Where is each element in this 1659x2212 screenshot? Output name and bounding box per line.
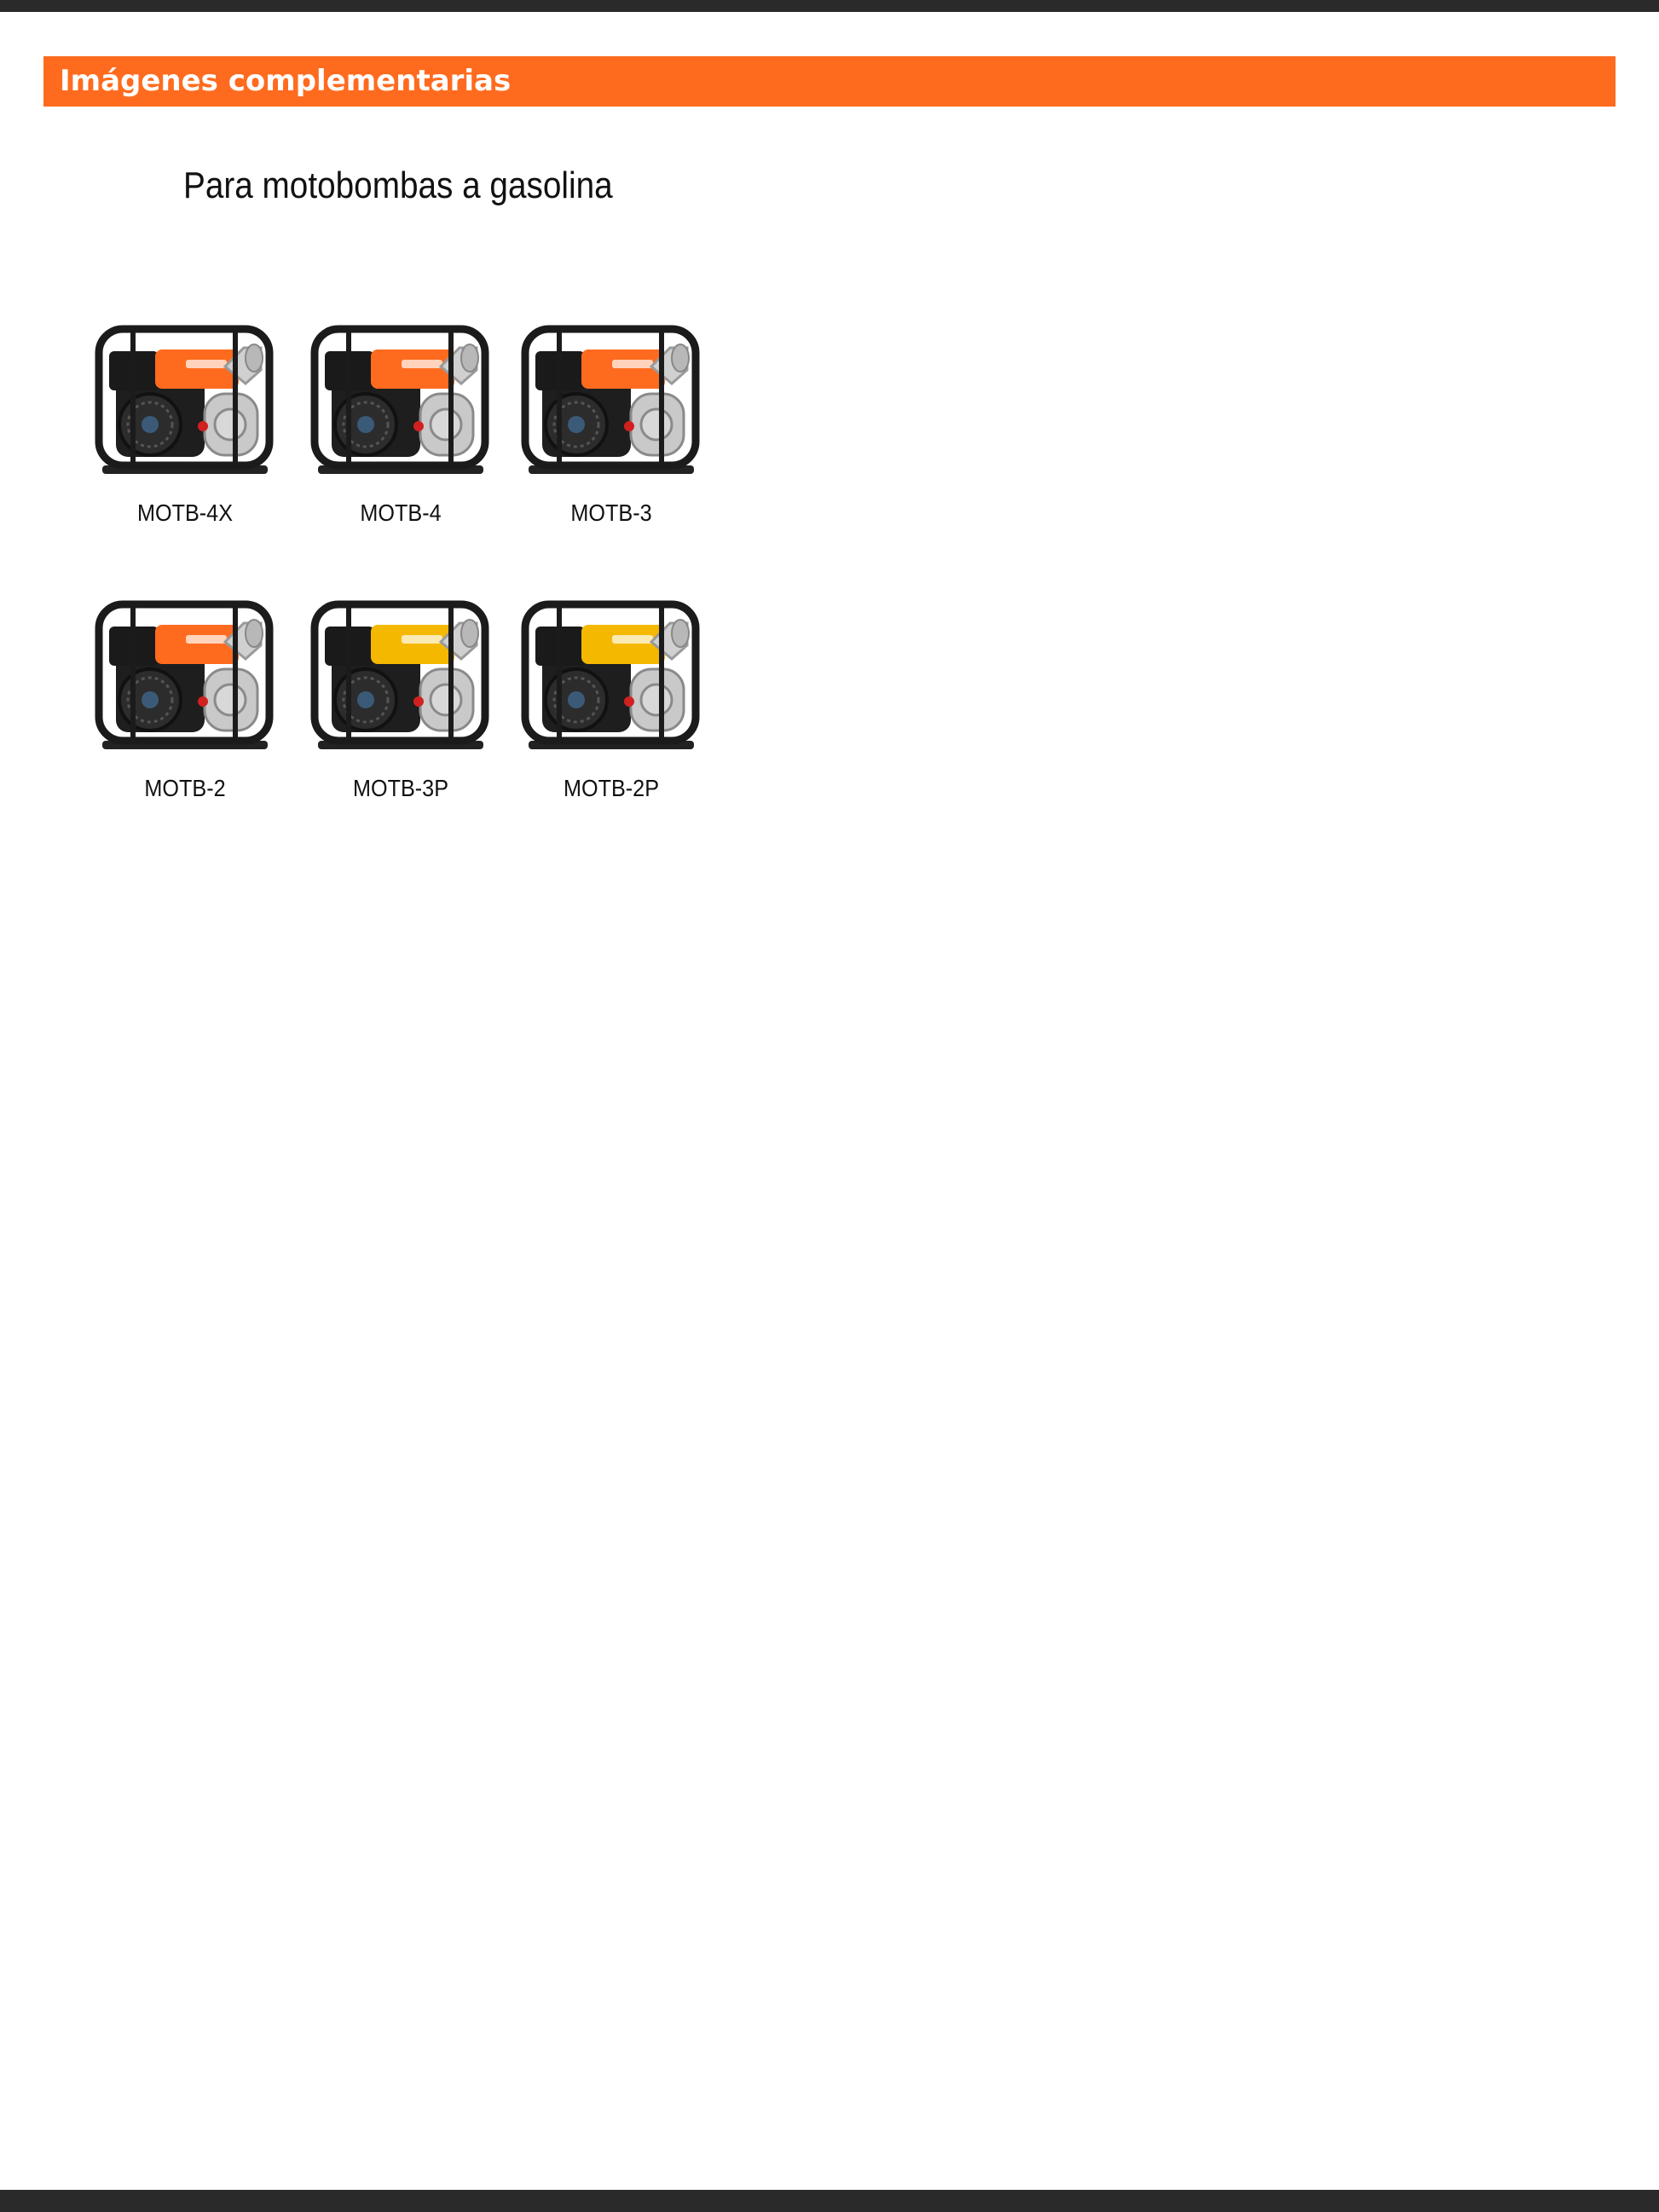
bottom-bar: [0, 2190, 1659, 2212]
product-card: MOTB-4X: [78, 298, 292, 527]
product-card: MOTB-2P: [505, 574, 718, 802]
product-card: MOTB-4: [294, 298, 507, 527]
page-subtitle: Para motobombas a gasolina: [183, 165, 613, 206]
product-card: MOTB-2: [78, 574, 292, 802]
product-model-label: MOTB-2P: [563, 775, 660, 801]
water-pump-image: [95, 600, 274, 749]
product-model-label: MOTB-4: [360, 500, 442, 526]
water-pump-image: [310, 600, 489, 749]
section-header: Imágenes complementarias: [43, 56, 1616, 107]
product-model-label: MOTB-2: [144, 775, 226, 801]
product-model-label: MOTB-3P: [352, 775, 449, 801]
water-pump-image: [310, 325, 489, 474]
product-card: MOTB-3: [505, 298, 718, 527]
water-pump-image: [95, 325, 274, 474]
top-bar: [0, 0, 1659, 12]
water-pump-image: [521, 600, 700, 749]
product-card: MOTB-3P: [294, 574, 507, 802]
product-model-label: MOTB-3: [570, 500, 652, 526]
product-model-label: MOTB-4X: [136, 500, 234, 526]
water-pump-image: [521, 325, 700, 474]
